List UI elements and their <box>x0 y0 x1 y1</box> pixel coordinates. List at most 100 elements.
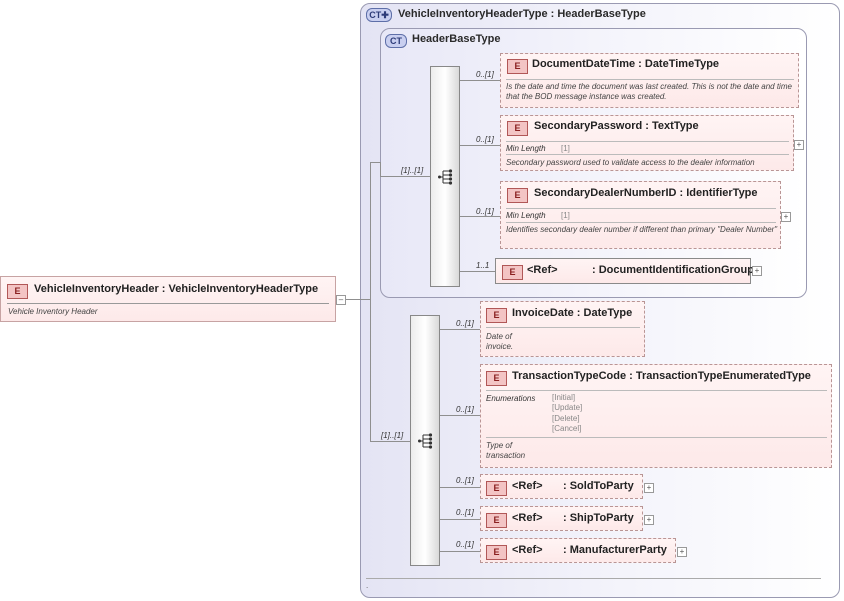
element-icon: E <box>486 308 507 323</box>
element-icon: E <box>507 59 528 74</box>
divider <box>506 154 789 155</box>
sequence-icon <box>438 169 453 185</box>
sequence-compositor[interactable] <box>430 66 460 287</box>
expand-icon[interactable]: + <box>644 483 654 493</box>
connector-line <box>460 80 500 81</box>
attributes-divider <box>366 578 821 579</box>
expand-icon[interactable]: + <box>677 547 687 557</box>
expand-icon[interactable]: + <box>781 212 791 222</box>
element-cardinality: 1..1 <box>476 261 490 270</box>
complex-type-icon: CT <box>385 34 407 48</box>
collapse-icon[interactable]: – <box>336 295 346 305</box>
divider <box>506 141 789 142</box>
element-secondary-dealer-number-id[interactable]: E SecondaryDealerNumberID : IdentifierTy… <box>500 181 781 249</box>
divider <box>506 79 794 80</box>
enumeration-value: [Initial] <box>552 393 576 402</box>
ref-sold-to-party[interactable]: E <Ref> : SoldToParty <box>480 474 643 499</box>
connector-line <box>440 487 480 488</box>
element-icon: E <box>486 481 507 496</box>
divider <box>486 390 827 391</box>
enumeration-value: [Delete] <box>552 414 580 423</box>
sequence-cardinality: [1]..[1] <box>401 166 424 175</box>
element-secondary-password[interactable]: E SecondaryPassword : TextType Min Lengt… <box>500 115 794 171</box>
attributes-marker: . <box>366 581 369 590</box>
element-icon: E <box>486 371 507 386</box>
element-icon: E <box>507 188 528 203</box>
ref-document-identification-group[interactable]: E <Ref> : DocumentIdentificationGroup <box>495 258 754 284</box>
element-cardinality: 0..[1] <box>456 540 474 549</box>
element-doc: Identifies secondary dealer number if di… <box>506 225 778 234</box>
facet-label: Min Length <box>506 144 546 153</box>
element-cardinality: 0..[1] <box>456 319 474 328</box>
element-cardinality: 0..[1] <box>456 405 474 414</box>
connector-line <box>380 162 381 176</box>
connector-line <box>460 145 500 146</box>
element-icon: E <box>7 284 28 299</box>
ref-label: <Ref> <box>512 544 543 556</box>
ref-label: <Ref> <box>512 480 543 492</box>
ref-ship-to-party[interactable]: E <Ref> : ShipToParty <box>480 506 643 531</box>
inner-type-title: HeaderBaseType <box>412 33 501 45</box>
element-name: : ManufacturerParty <box>563 544 667 556</box>
element-cardinality: 0..[1] <box>456 508 474 517</box>
facet-value: [1] <box>561 211 570 220</box>
connector-line <box>460 216 500 217</box>
expand-icon[interactable]: + <box>752 266 762 276</box>
connector-line <box>370 162 371 442</box>
sequence-compositor[interactable] <box>410 315 440 566</box>
element-document-date-time[interactable]: E DocumentDateTime : DateTimeType Is the… <box>500 53 799 108</box>
element-transaction-type-code[interactable]: E TransactionTypeCode : TransactionTypeE… <box>480 364 832 468</box>
divider <box>506 222 776 223</box>
element-cardinality: 0..[1] <box>476 135 494 144</box>
complex-type-expand-icon[interactable]: CT✚ <box>366 8 392 22</box>
connector-line <box>380 176 430 177</box>
element-name: SecondaryPassword : TextType <box>534 120 699 132</box>
root-element-box[interactable]: E VehicleInventoryHeader : VehicleInvent… <box>0 276 336 322</box>
connector-line <box>440 329 480 330</box>
element-name: InvoiceDate : DateType <box>512 307 633 319</box>
connector-line <box>370 162 381 163</box>
sequence-cardinality: [1]..[1] <box>381 431 404 440</box>
root-element-doc: Vehicle Inventory Header <box>8 307 98 316</box>
element-name: DocumentDateTime : DateTimeType <box>532 58 720 70</box>
divider <box>486 327 640 328</box>
outer-type-title: VehicleInventoryHeaderType : HeaderBaseT… <box>398 8 646 20</box>
facet-label: Min Length <box>506 211 546 220</box>
connector-line <box>346 299 371 300</box>
sequence-icon <box>418 433 433 449</box>
element-icon: E <box>507 121 528 136</box>
expand-icon[interactable]: + <box>644 515 654 525</box>
element-name: SecondaryDealerNumberID : IdentifierType <box>534 187 758 199</box>
element-icon: E <box>502 265 523 280</box>
ref-manufacturer-party[interactable]: E <Ref> : ManufacturerParty <box>480 538 676 563</box>
facet-value: [1] <box>561 144 570 153</box>
expand-icon[interactable]: + <box>794 140 804 150</box>
element-icon: E <box>486 513 507 528</box>
connector-line <box>440 551 480 552</box>
element-cardinality: 0..[1] <box>456 476 474 485</box>
element-cardinality: 0..[1] <box>476 207 494 216</box>
root-element-name: VehicleInventoryHeader : VehicleInventor… <box>34 283 319 295</box>
divider <box>7 303 329 304</box>
element-doc: Type of transaction <box>486 441 526 460</box>
divider <box>486 437 827 438</box>
element-doc: Secondary password used to validate acce… <box>506 158 755 167</box>
element-name: : SoldToParty <box>563 480 634 492</box>
element-name: : DocumentIdentificationGroup <box>592 264 754 276</box>
element-name: TransactionTypeCode : TransactionTypeEnu… <box>512 370 811 382</box>
element-cardinality: 0..[1] <box>476 70 494 79</box>
connector-line <box>440 519 480 520</box>
element-invoice-date[interactable]: E InvoiceDate : DateType Date of invoice… <box>480 301 645 357</box>
enumeration-value: [Cancel] <box>552 424 582 433</box>
divider <box>506 208 776 209</box>
element-icon: E <box>486 545 507 560</box>
facet-label: Enumerations <box>486 394 536 403</box>
ref-label: <Ref> <box>527 264 558 276</box>
enumeration-value: [Update] <box>552 403 583 412</box>
ref-label: <Ref> <box>512 512 543 524</box>
connector-line <box>370 441 410 442</box>
element-name: : ShipToParty <box>563 512 634 524</box>
element-doc: Date of invoice. <box>486 332 514 351</box>
connector-line <box>440 415 480 416</box>
element-doc: Is the date and time the document was la… <box>506 82 792 101</box>
